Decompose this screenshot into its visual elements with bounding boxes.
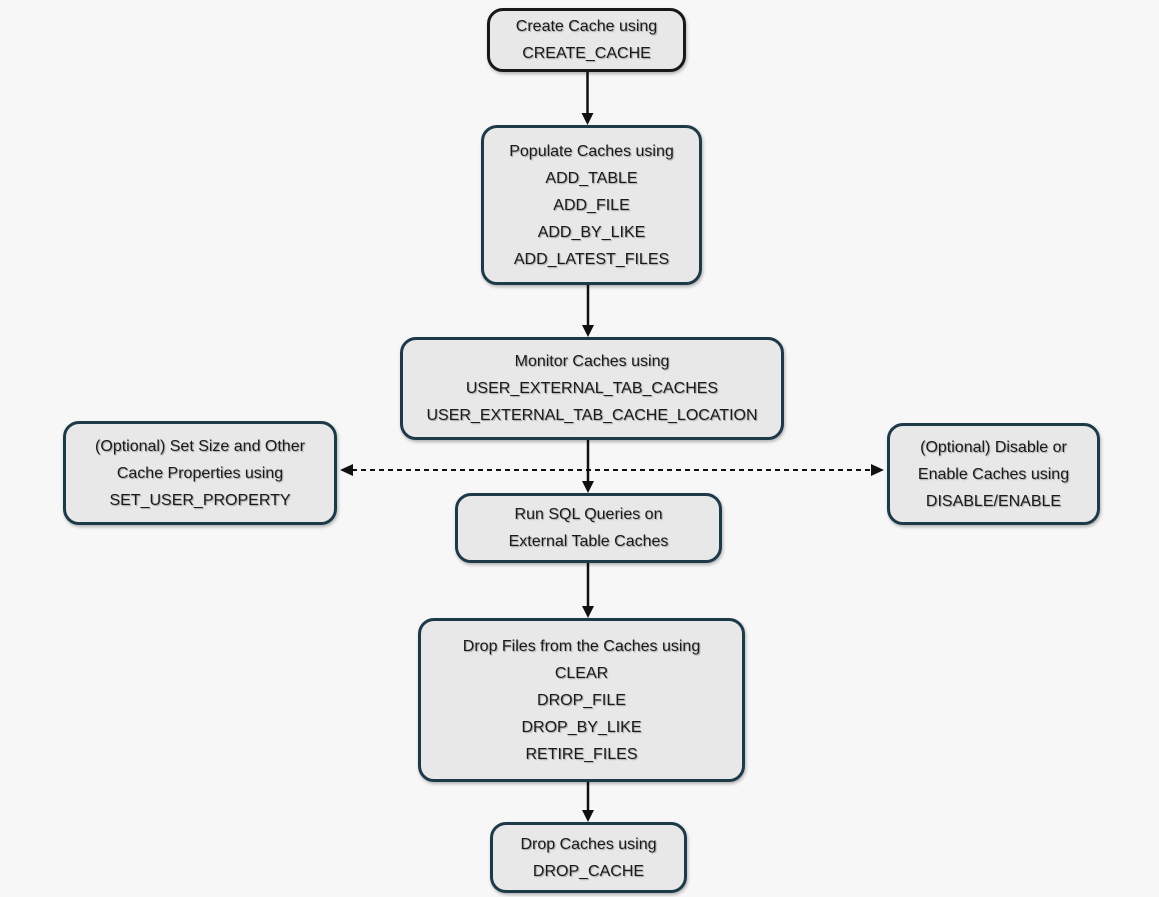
dashed-arrow-optional-boxes bbox=[340, 464, 884, 476]
node-text: ADD_TABLE bbox=[545, 169, 638, 187]
node-populate-caches: Populate Caches using ADD_TABLE ADD_FILE… bbox=[481, 125, 702, 285]
node-text: Drop Files from the Caches using bbox=[462, 637, 701, 655]
node-drop-files: Drop Files from the Caches using CLEAR D… bbox=[418, 618, 745, 782]
node-text: Drop Caches using bbox=[520, 835, 657, 853]
node-text: CLEAR bbox=[554, 664, 609, 682]
node-text: RETIRE_FILES bbox=[525, 745, 638, 763]
node-text: DROP_CACHE bbox=[532, 862, 645, 880]
node-disable-enable: (Optional) Disable or Enable Caches usin… bbox=[887, 423, 1100, 525]
node-drop-caches: Drop Caches using DROP_CACHE bbox=[490, 822, 687, 893]
node-text: External Table Caches bbox=[508, 533, 669, 550]
node-text: Cache Properties using bbox=[116, 464, 284, 482]
node-text: USER_EXTERNAL_TAB_CACHES bbox=[465, 380, 719, 397]
node-monitor-caches: Monitor Caches using USER_EXTERNAL_TAB_C… bbox=[400, 337, 784, 440]
node-text: Run SQL Queries on bbox=[514, 506, 663, 523]
node-text: ADD_BY_LIKE bbox=[537, 223, 646, 241]
node-text: DISABLE/ENABLE bbox=[925, 492, 1062, 510]
arrow-create-to-populate bbox=[581, 72, 594, 125]
node-text: ADD_FILE bbox=[553, 196, 630, 214]
node-text: (Optional) Set Size and Other bbox=[95, 437, 305, 455]
node-text: CREATE_CACHE bbox=[522, 45, 651, 62]
node-text: ADD_LATEST_FILES bbox=[513, 250, 670, 268]
node-text: Create Cache using bbox=[515, 18, 658, 35]
node-create-cache: Create Cache using CREATE_CACHE bbox=[487, 8, 686, 72]
node-text: Enable Caches using bbox=[917, 465, 1070, 483]
arrow-runsql-to-dropfiles bbox=[582, 563, 594, 618]
node-text: (Optional) Disable or bbox=[920, 438, 1067, 456]
node-set-properties: (Optional) Set Size and Other Cache Prop… bbox=[63, 421, 337, 525]
arrow-populate-to-monitor bbox=[582, 285, 594, 337]
node-text: DROP_FILE bbox=[537, 691, 626, 709]
node-text: Populate Caches using bbox=[509, 142, 674, 160]
node-text: USER_EXTERNAL_TAB_CACHE_LOCATION bbox=[426, 407, 758, 424]
node-text: DROP_BY_LIKE bbox=[521, 718, 642, 736]
arrow-dropfiles-to-dropcache bbox=[582, 782, 594, 822]
node-text: SET_USER_PROPERTY bbox=[109, 491, 291, 509]
node-text: Monitor Caches using bbox=[514, 353, 670, 370]
arrow-monitor-to-runsql bbox=[582, 440, 594, 493]
node-run-sql-queries: Run SQL Queries on External Table Caches bbox=[455, 493, 722, 563]
